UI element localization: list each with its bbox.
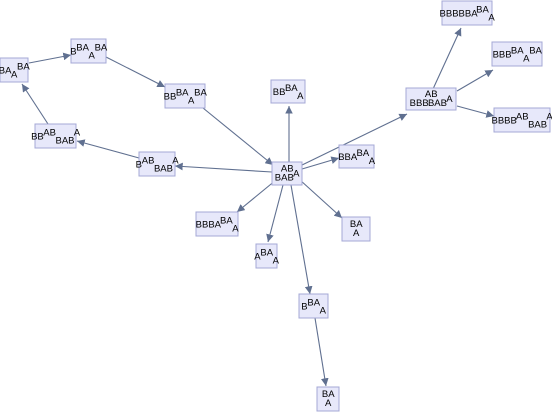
edge-b-ba-a-to-ba-a-bottom	[314, 317, 329, 387]
node-bbb-ba-ba[interactable]: BBBBAABA	[491, 41, 543, 67]
node-label: BBBBBABAA	[440, 5, 496, 24]
node-label: BAABA	[0, 62, 30, 81]
node-label: BBBBAABA	[493, 46, 543, 65]
node-box	[341, 216, 371, 242]
edge-ba-a-ba-to-b-ba-ba	[28, 52, 72, 64]
node-box	[270, 79, 306, 104]
node-bbbba-ba-a[interactable]: BBBBBABAA	[440, 0, 496, 26]
node-bb-ab-baba[interactable]: BBABBABA	[31, 123, 81, 149]
node-a-ba-a[interactable]: ABAA	[254, 243, 280, 269]
edge-bb-ab-baba-to-ba-a-ba	[21, 83, 49, 125]
node-box	[298, 293, 329, 319]
node-label: BBABAA	[338, 148, 376, 167]
edge-center-to-bbba-ab-baba	[299, 113, 408, 167]
node-box	[493, 107, 551, 133]
node-bb-ba-ba[interactable]: BBBAABA	[164, 83, 208, 109]
node-box	[271, 161, 303, 186]
edges-layer	[21, 27, 495, 387]
node-box	[441, 0, 493, 26]
node-box	[138, 151, 176, 177]
node-bbbb-ab-baba[interactable]: BBBBABBABA	[492, 107, 552, 133]
edge-center-to-b-ba-a	[290, 184, 313, 295]
node-box	[34, 123, 77, 149]
edge-bbba-ab-baba-to-bbbb-ab-baba	[456, 105, 495, 118]
node-bb-ba-a-top[interactable]: BBBAA	[270, 79, 306, 104]
edge-bbba-ab-baba-to-bbb-ba-ba	[456, 69, 494, 92]
edge-center-to-bbba-ba-a	[236, 179, 277, 213]
node-ba-a-ba[interactable]: BAABA	[0, 57, 30, 83]
node-label: BBBAABA	[164, 88, 208, 107]
edge-bb-ba-ba-to-center	[202, 107, 274, 166]
edge-center-to-ba-a-right	[299, 179, 343, 219]
edge-center-to-b-ab-baba	[174, 162, 273, 173]
node-label: BBBABAA	[196, 216, 240, 235]
edge-bbba-ab-baba-to-bbbba-ba-a	[432, 27, 462, 90]
node-label: ABAA	[254, 248, 279, 267]
node-box	[0, 57, 29, 83]
node-box	[164, 83, 206, 109]
node-box	[338, 144, 375, 169]
node-box	[316, 386, 340, 412]
node-label: BABBABA	[136, 156, 180, 175]
node-label: BBBBABBABA	[492, 112, 552, 131]
node-box	[405, 87, 457, 111]
node-box	[195, 211, 239, 237]
node-box	[70, 38, 107, 64]
edge-center-to-bba-ba-a	[301, 156, 340, 170]
node-label: BBAABA	[70, 43, 108, 62]
node-label: BBBAA	[273, 83, 304, 102]
node-box	[491, 41, 543, 67]
node-bbba-ba-a[interactable]: BBBABAA	[195, 211, 240, 237]
edge-b-ba-ba-to-bb-ba-ba	[105, 56, 166, 88]
node-label: BBABBABA	[31, 128, 81, 147]
node-label: BBAA	[301, 298, 326, 317]
node-b-ab-baba[interactable]: BABBABA	[136, 151, 180, 177]
node-box	[255, 243, 278, 269]
node-b-ba-a[interactable]: BBAA	[298, 293, 329, 319]
edge-center-to-a-ba-a	[266, 184, 284, 243]
edge-b-ab-baba-to-bb-ab-baba	[76, 139, 140, 159]
node-bba-ba-a[interactable]: BBABAA	[338, 144, 376, 169]
node-b-ba-ba[interactable]: BBAABA	[70, 38, 108, 64]
